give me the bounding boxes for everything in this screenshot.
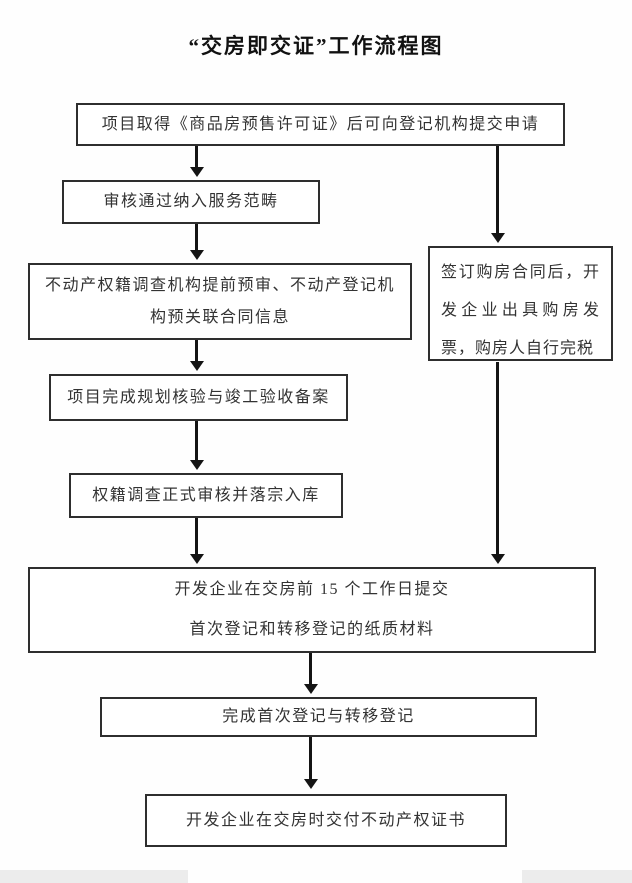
photo-edge-shade-right [522,870,632,883]
arrow-registration-to-deliver-icon [309,737,312,779]
node-submit-materials-label: 开发企业在交房前 15 个工作日提交 首次登记和转移登记的纸质材料 [174,581,450,638]
node-deliver-cert-label: 开发企业在交房时交付不动产权证书 [185,811,466,829]
node-acceptance-label: 项目完成规划核验与竣工验收备案 [67,388,330,406]
node-presurvey: 不动产权籍调查机构提前预审、不动产登记机构预关联合同信息 [28,263,412,340]
node-survey-final-label: 权籍调查正式审核并落宗入库 [92,486,320,504]
page-title: “交房即交证”工作流程图 [188,34,444,58]
arrow-apply-to-contract-tax-icon [496,146,499,233]
arrow-contract-tax-to-submit-icon [496,362,499,554]
node-review: 审核通过纳入服务范畴 [62,180,320,224]
photo-edge-shade-left [0,870,188,883]
node-registration: 完成首次登记与转移登记 [100,697,537,737]
arrow-presurvey-to-acceptance-icon [195,340,198,361]
node-contract-tax: 签订购房合同后，开发企业出具购房发票，购房人自行完税 [428,246,613,361]
node-review-label: 审核通过纳入服务范畴 [103,193,279,210]
arrow-submit-to-registration-icon [309,653,312,684]
node-contract-tax-label: 签订购房合同后，开发企业出具购房发票，购房人自行完税 [441,264,600,357]
arrow-survey-final-to-submit-icon [195,518,198,554]
node-submit-materials: 开发企业在交房前 15 个工作日提交 首次登记和转移登记的纸质材料 [28,567,596,653]
arrow-acceptance-to-survey-final-icon [195,421,198,460]
arrow-apply-to-review-icon [195,146,198,167]
node-deliver-cert: 开发企业在交房时交付不动产权证书 [145,794,507,847]
node-apply: 项目取得《商品房预售许可证》后可向登记机构提交申请 [76,103,565,146]
node-presurvey-label: 不动产权籍调查机构提前预审、不动产登记机构预关联合同信息 [44,276,395,326]
arrow-review-to-presurvey-icon [195,224,198,250]
node-acceptance: 项目完成规划核验与竣工验收备案 [49,374,348,421]
node-survey-final: 权籍调查正式审核并落宗入库 [69,473,343,518]
node-apply-label: 项目取得《商品房预售许可证》后可向登记机构提交申请 [101,115,540,133]
node-registration-label: 完成首次登记与转移登记 [222,708,415,725]
